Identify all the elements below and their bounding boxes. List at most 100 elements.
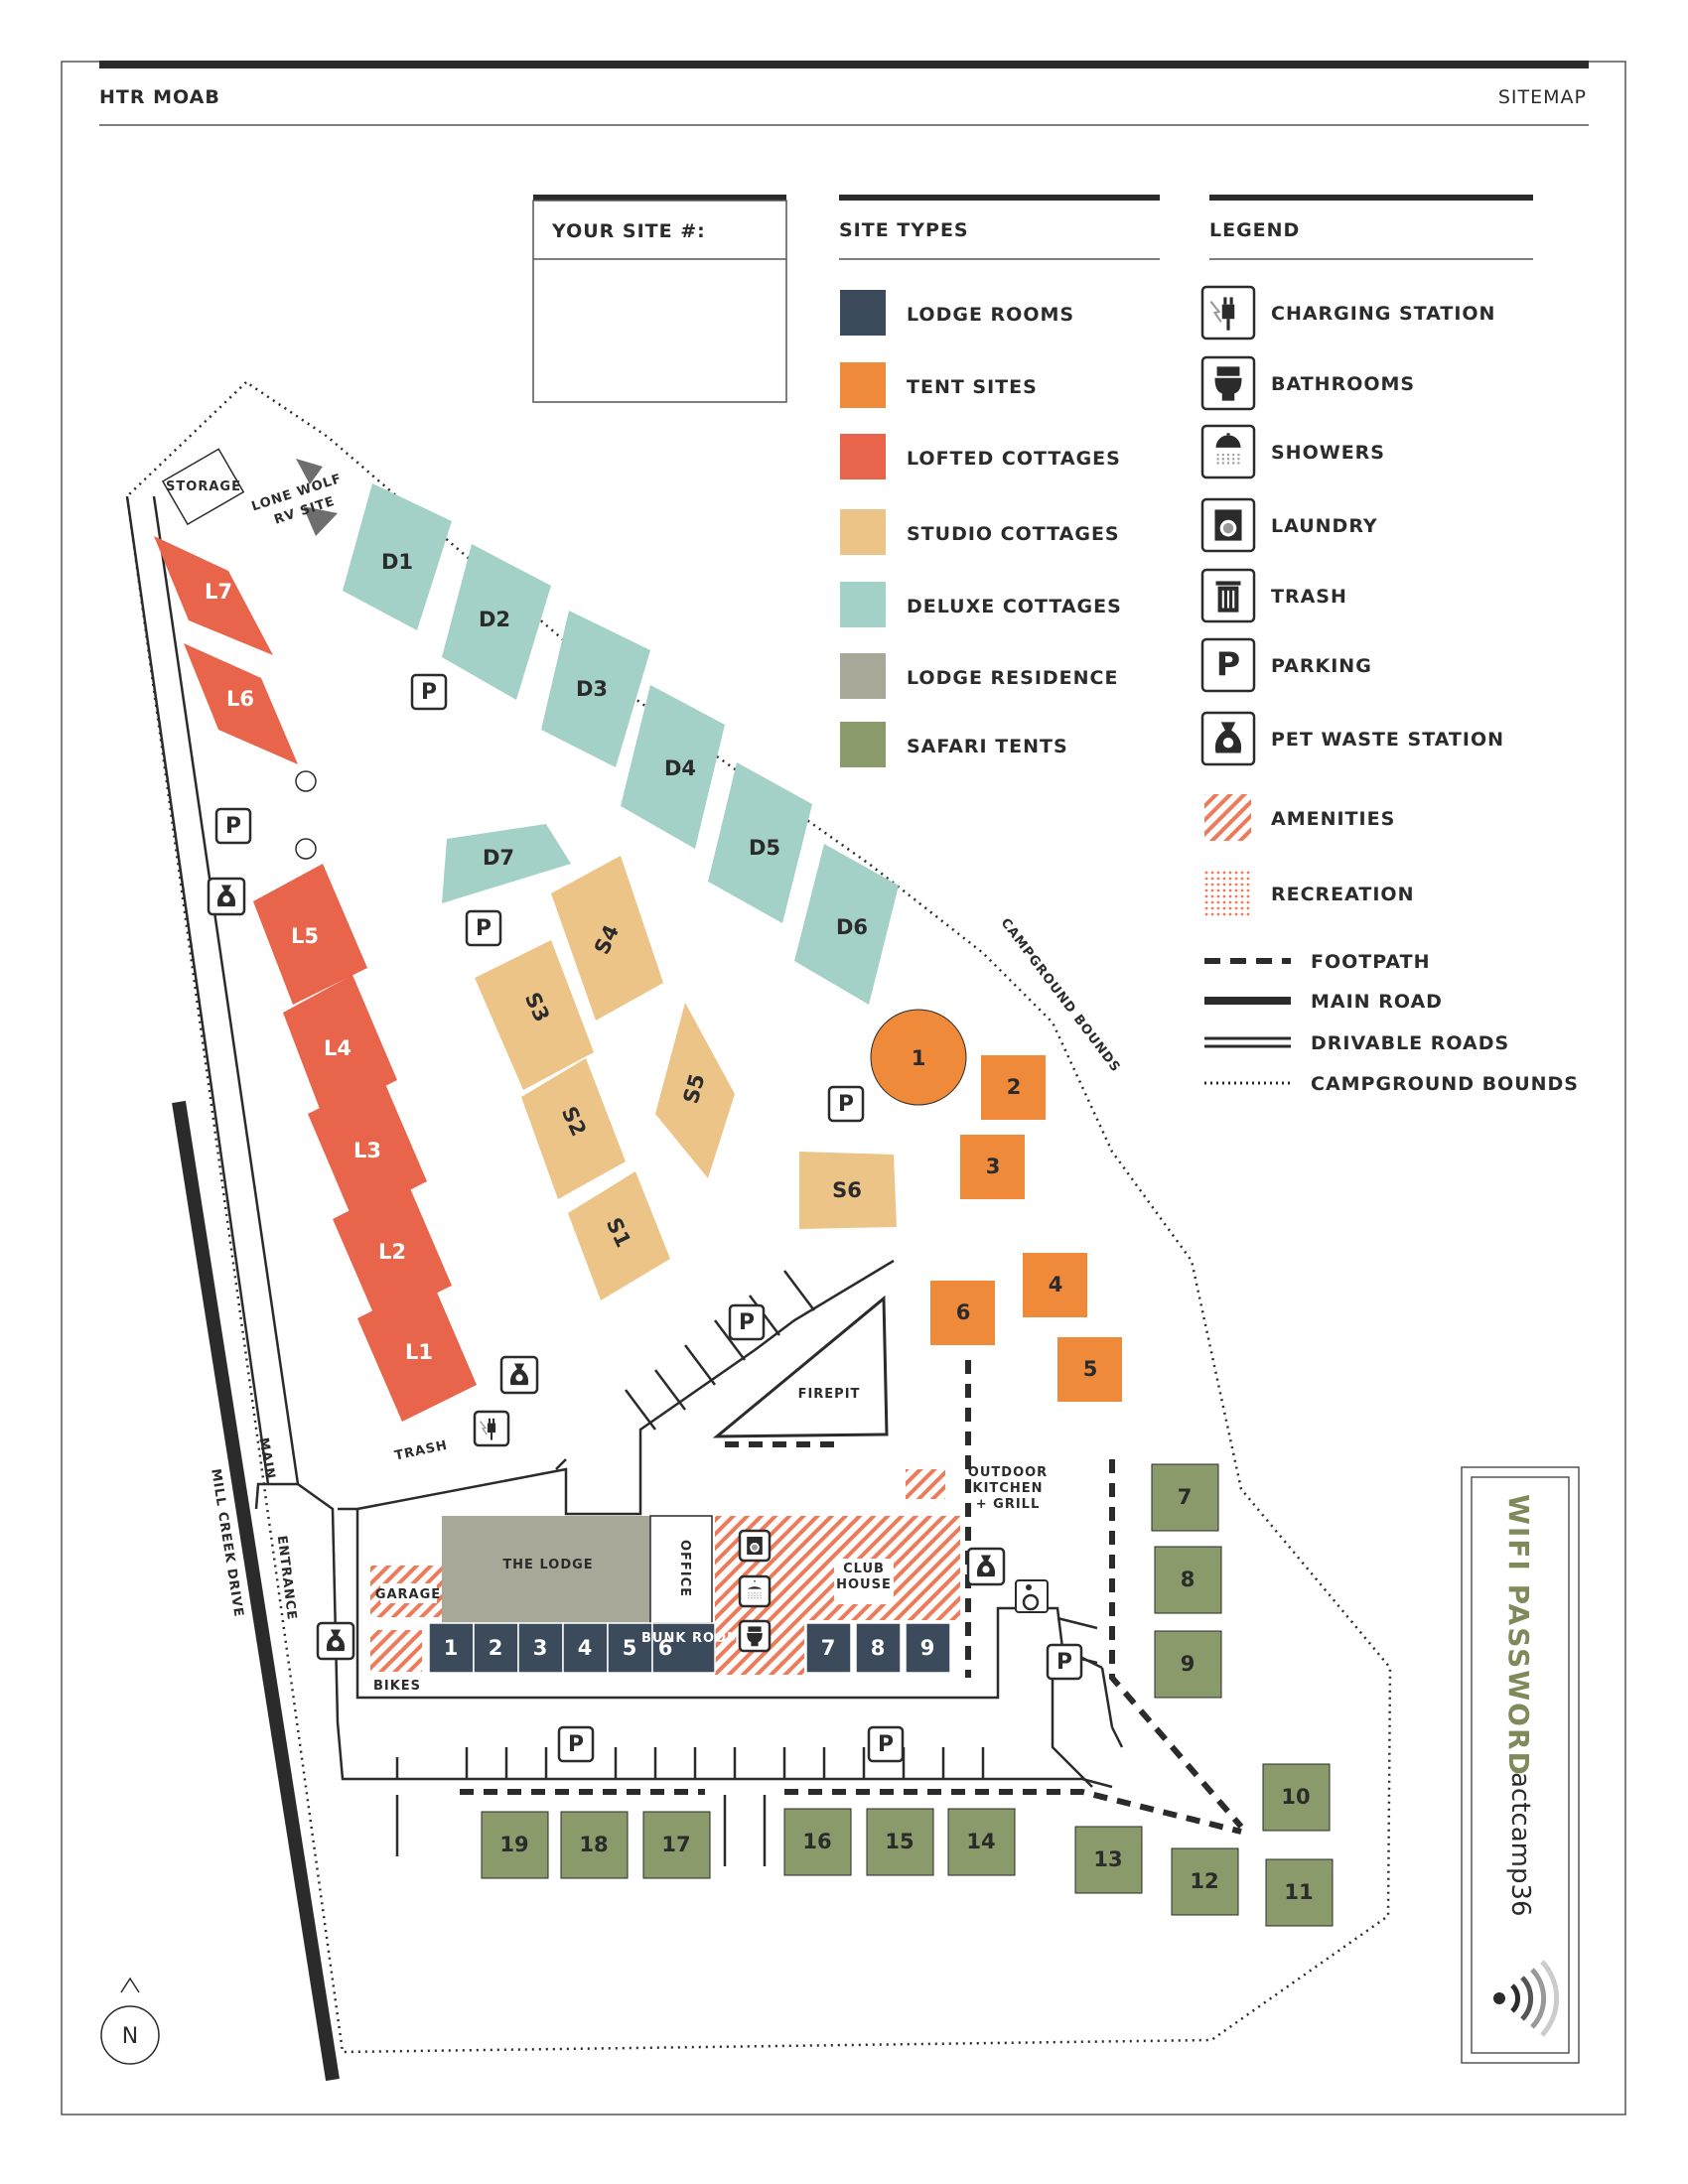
tent-site-4	[1023, 1253, 1087, 1317]
legend-label: SHOWERS	[1271, 442, 1385, 464]
safari-tent-8	[1154, 1546, 1222, 1614]
studio-cottage-s3	[475, 940, 594, 1090]
site-type-label: LOFTED COTTAGES	[907, 448, 1121, 470]
lodge-room-6	[651, 1622, 716, 1674]
toilet-icon	[738, 1619, 772, 1653]
wifi-card: WIFI PASSWORD actcamp36	[1461, 1466, 1580, 2064]
studio-cottage-s2	[521, 1058, 626, 1199]
parking-icon: P	[465, 909, 502, 947]
swatch-tent-sites	[840, 362, 886, 408]
safari-tent-15	[866, 1808, 934, 1876]
parking-icon: P	[410, 673, 448, 711]
your-site-box: YOUR SITE #:	[532, 195, 787, 403]
lodge-room-2	[473, 1622, 519, 1674]
pet-waste-icon	[316, 1621, 355, 1661]
swatch-lodge-residence	[840, 653, 886, 699]
trash-label: TRASH	[393, 1438, 449, 1464]
the-lodge	[442, 1516, 650, 1623]
safari-label: 19	[499, 1833, 528, 1856]
parking-icon: P	[867, 1725, 905, 1763]
tent-label: 5	[1083, 1357, 1098, 1381]
lofted-label: L5	[291, 924, 319, 948]
lodge-room-label: 8	[871, 1636, 886, 1660]
lofted-cottage-l1	[357, 1281, 477, 1422]
safari-tent-17	[642, 1811, 711, 1879]
legend-title: LEGEND	[1209, 219, 1300, 241]
svg-text:P: P	[1056, 1650, 1072, 1675]
swatch-studio-cottages	[840, 509, 886, 555]
toilet-icon	[1200, 355, 1256, 411]
deluxe-label: D4	[664, 756, 696, 780]
site-type-label: STUDIO COTTAGES	[907, 523, 1120, 545]
safari-label: 11	[1284, 1880, 1313, 1904]
svg-text:P: P	[878, 1732, 894, 1757]
lone-wolf-marker-bottom	[303, 506, 338, 536]
footpaths	[460, 1360, 1244, 1835]
deluxe-label: D5	[749, 836, 780, 860]
studio-label: S6	[832, 1178, 862, 1202]
lofted-cottage-l6	[184, 643, 298, 764]
site-type-label: SAFARI TENTS	[907, 736, 1068, 757]
outdoor-kitchen-2: KITCHEN	[973, 1481, 1044, 1496]
trash-icon	[1200, 568, 1256, 623]
deluxe-cottage-d6	[794, 844, 899, 1005]
firepit-label: FIREPIT	[798, 1387, 861, 1402]
tent-label: 3	[986, 1155, 1001, 1178]
lodge-room-5	[607, 1622, 653, 1674]
campground-bounds-label: CAMPGROUND BOUNDS	[998, 915, 1123, 1075]
main-label: MAIN	[255, 1436, 277, 1481]
safari-label: 13	[1093, 1847, 1122, 1871]
pet-waste-icon	[1200, 711, 1256, 766]
swatch-lodge-rooms	[840, 290, 886, 336]
wifi-password: actcamp36	[1505, 1772, 1535, 1917]
legend-panel: LEGEND CHARGING STATIONBATHROOMSSHOWERSL…	[1200, 195, 1578, 1095]
legend-label: AMENITIES	[1271, 808, 1395, 830]
shower-icon	[738, 1574, 772, 1608]
svg-text:P: P	[568, 1732, 584, 1757]
hatch-swatch	[1204, 794, 1251, 841]
office-label: OFFICE	[677, 1540, 692, 1597]
swatch-lofted-cottages	[840, 434, 886, 479]
deluxe-cottage-d2	[442, 544, 551, 700]
lofted-label: L2	[378, 1240, 406, 1264]
lodge-room-label: 6	[658, 1636, 673, 1660]
lone-wolf-marker-top	[296, 459, 323, 484]
deluxe-label: D2	[479, 608, 510, 631]
north-label: N	[122, 2024, 138, 2049]
charging-icon	[1200, 285, 1256, 341]
wifi-icon	[1493, 1960, 1560, 2037]
lofted-cottage-l3	[308, 1077, 427, 1219]
parking-icon: P	[1200, 637, 1256, 693]
studio-cottage-s5	[655, 1003, 735, 1178]
safari-label: 14	[966, 1830, 995, 1853]
deluxe-label: D1	[381, 550, 413, 574]
pet-waste-icon	[499, 1355, 539, 1395]
safari-label: 18	[579, 1833, 608, 1856]
parking-icon: P	[1046, 1643, 1083, 1681]
bikes-area	[370, 1630, 422, 1672]
lodge-room-1	[428, 1622, 475, 1674]
lofted-label: L3	[353, 1139, 381, 1162]
deluxe-cottage-d3	[541, 611, 650, 767]
lofted-label: L1	[405, 1340, 433, 1364]
tent-site-3	[960, 1135, 1025, 1199]
lodge-room-label: 7	[821, 1636, 836, 1660]
outdoor-kitchen-1: OUTDOOR	[968, 1465, 1048, 1480]
studio-cottage-s6	[799, 1152, 897, 1229]
tent-label: 6	[956, 1300, 971, 1324]
the-lodge-label: THE LODGE	[502, 1558, 593, 1572]
garage-label: GARAGE	[375, 1587, 441, 1602]
pet-waste-icon	[207, 877, 246, 916]
safari-label: 7	[1178, 1485, 1193, 1509]
lodge-room-label: 5	[623, 1636, 637, 1660]
safari-label: 12	[1190, 1869, 1218, 1893]
safari-tent-19	[481, 1811, 549, 1879]
washer-icon	[1200, 497, 1256, 553]
svg-text:P: P	[476, 916, 492, 941]
swatch-safari-tents	[840, 722, 886, 767]
deluxe-cottage-d1	[343, 483, 452, 630]
svg-text:P: P	[421, 680, 437, 705]
